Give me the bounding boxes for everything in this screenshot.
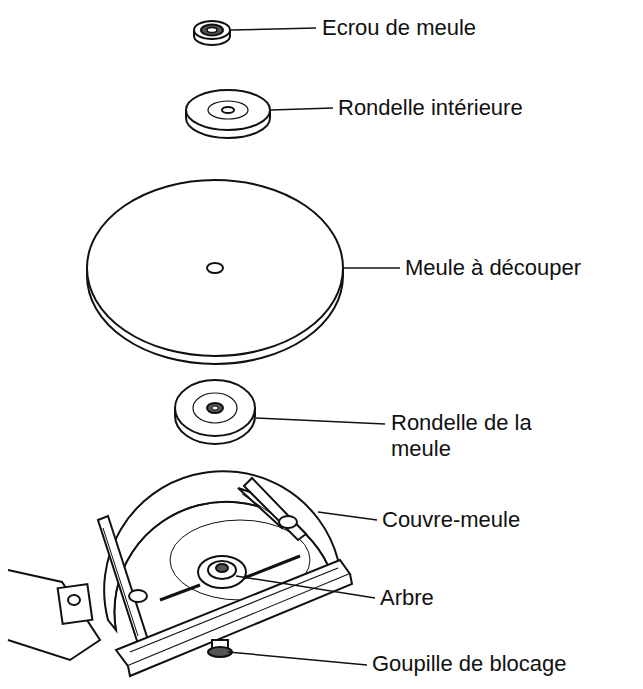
wheel-nut [194, 21, 230, 45]
part-label: Rondelle de la meule [389, 410, 573, 462]
wheel-guard [104, 471, 338, 630]
part-label: Meule à découper [403, 255, 583, 281]
part-label: Arbre [378, 585, 436, 611]
part-label: Goupille de blocage [370, 651, 568, 677]
part-label: Couvre-meule [380, 507, 522, 533]
part-label: Rondelle intérieure [336, 95, 525, 121]
grinder-body [8, 570, 100, 660]
base-plate [116, 560, 352, 676]
part-label: Ecrou de meule [320, 15, 478, 41]
leader-lines [228, 28, 400, 665]
cutting-wheel [87, 180, 343, 364]
inner-washer [186, 90, 270, 138]
wheel-washer [175, 380, 255, 444]
